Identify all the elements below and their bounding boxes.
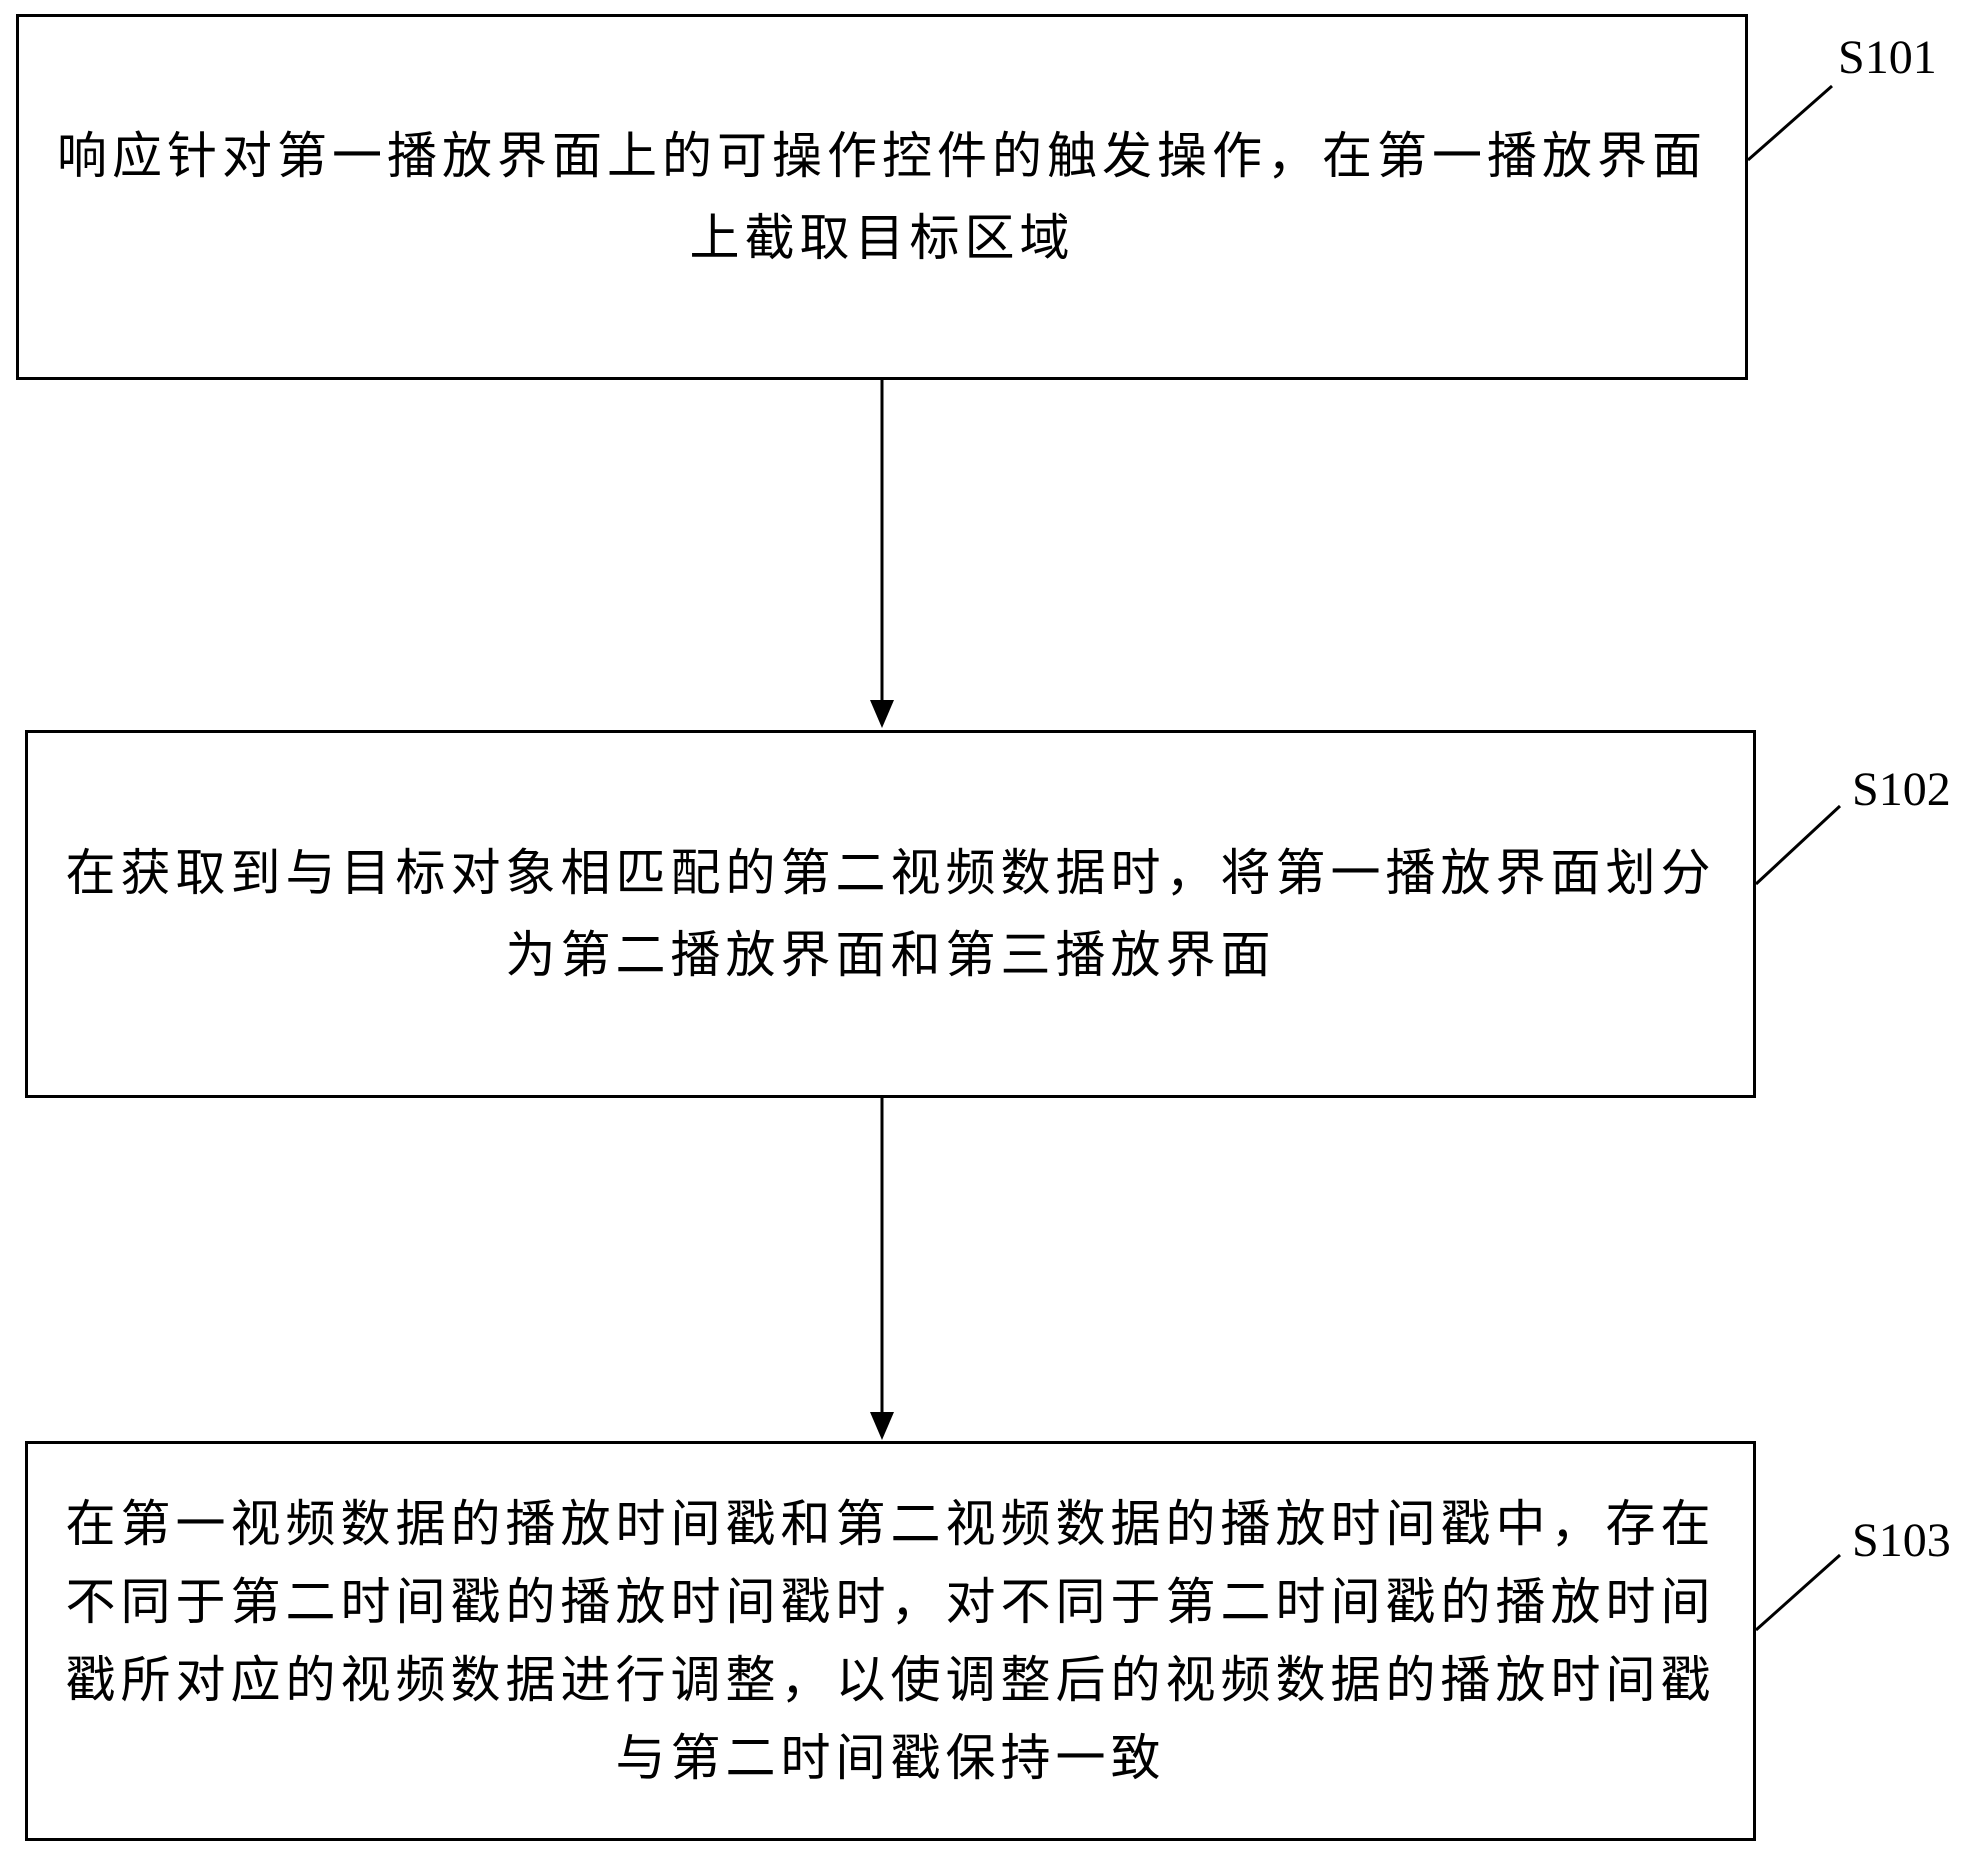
step-text-s103: 在第一视频数据的播放时间戳和第二视频数据的播放时间戳中，存在不同于第二时间戳的播…	[65, 1495, 1716, 1787]
step-label-s103: S103	[1852, 1514, 1951, 1567]
step-box-s101: 响应针对第一播放界面上的可操作控件的触发操作，在第一播放界面上截取目标区域	[16, 14, 1748, 380]
arrow-s101-to-s102	[870, 380, 894, 728]
leader-line-s102	[1754, 804, 1842, 886]
step-label-s101: S101	[1838, 31, 1937, 84]
arrowhead-icon	[870, 1412, 894, 1440]
step-label-s102: S102	[1852, 763, 1951, 816]
leader-line-s103	[1755, 1553, 1841, 1632]
arrow-s102-to-s103	[870, 1098, 894, 1440]
step-text-s102: 在获取到与目标对象相匹配的第二视频数据时，将第一播放界面划分为第二播放界面和第三…	[65, 844, 1716, 984]
step-text-s101: 响应针对第一播放界面上的可操作控件的触发操作，在第一播放界面上截取目标区域	[57, 127, 1707, 267]
arrowhead-icon	[870, 700, 894, 728]
step-box-s103: 在第一视频数据的播放时间戳和第二视频数据的播放时间戳中，存在不同于第二时间戳的播…	[25, 1441, 1756, 1841]
leader-line-s101	[1747, 84, 1833, 162]
step-box-s102: 在获取到与目标对象相匹配的第二视频数据时，将第一播放界面划分为第二播放界面和第三…	[25, 730, 1756, 1098]
